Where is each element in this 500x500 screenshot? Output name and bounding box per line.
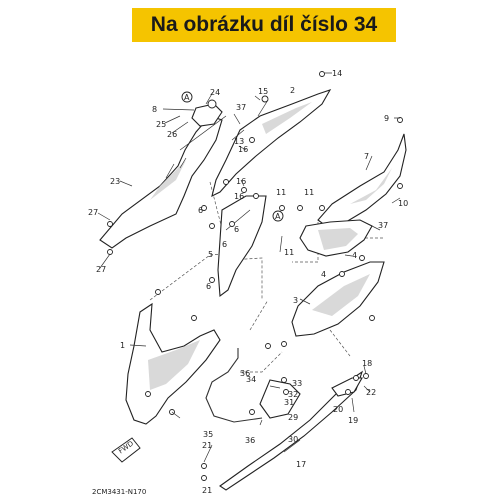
callout-4: 4: [352, 251, 357, 260]
callout-13: 13: [234, 137, 244, 146]
callout-6: 6: [234, 225, 239, 234]
banner-title: Na obrázku díl číslo 34: [150, 13, 378, 36]
callout-10: 10: [398, 199, 408, 208]
callout-30: 30: [288, 435, 298, 444]
callout-37: 37: [236, 103, 246, 112]
callout-2: 2: [290, 86, 295, 95]
callout-27: 27: [96, 265, 106, 274]
part-12-upper-cover: [211, 89, 332, 198]
reference-mark-label: A: [184, 93, 190, 102]
callout-3: 3: [293, 296, 298, 305]
part-37-grille: [299, 219, 373, 257]
reference-mark-label: A: [275, 212, 281, 221]
callout-29: 29: [288, 413, 298, 422]
part-7-rear-cover: [317, 133, 407, 227]
callout-16: 16: [238, 145, 248, 154]
callout-21: 21: [202, 486, 212, 495]
callout-37: 37: [378, 221, 388, 230]
fwd-arrow-icon: FWD: [111, 437, 141, 463]
callout-23: 23: [110, 177, 120, 186]
callout-35: 35: [203, 430, 213, 439]
callout-31: 31: [284, 398, 294, 407]
callout-8: 8: [152, 105, 157, 114]
callout-36: 36: [245, 436, 255, 445]
callout-17: 17: [296, 460, 306, 469]
callout-9: 9: [384, 114, 389, 123]
callout-6: 6: [222, 240, 227, 249]
callout-21: 21: [202, 441, 212, 450]
callout-19: 19: [348, 416, 358, 425]
callout-6: 6: [198, 206, 203, 215]
diagram-code: 2CM3431-N170: [92, 488, 146, 496]
part-23-side-cover: [99, 115, 223, 249]
callout-24: 24: [210, 88, 220, 97]
callout-26: 26: [167, 130, 177, 139]
callout-22: 22: [366, 388, 376, 397]
callout-16: 16: [236, 177, 246, 186]
part-3-lower-cover: [291, 261, 385, 337]
callout-27: 27: [88, 208, 98, 217]
callout-11: 11: [304, 188, 314, 197]
callout-20: 20: [333, 405, 343, 414]
callout-labels: 1 2 3 4 4 5 6 6 6 6 7 8 9 10 11 11 11 12…: [88, 69, 408, 495]
callout-34: 34: [246, 375, 256, 384]
callout-14: 14: [332, 69, 342, 78]
callout-36: 36: [240, 369, 250, 378]
callout-25: 25: [156, 120, 166, 129]
callout-4: 4: [321, 270, 326, 279]
callout-6: 6: [206, 282, 211, 291]
callout-11: 11: [284, 248, 294, 257]
part-35-hose: [205, 348, 263, 423]
callout-11: 11: [276, 188, 286, 197]
part-1-front-panel: [125, 302, 221, 425]
callout-15: 15: [258, 87, 268, 96]
callout-5: 5: [208, 250, 213, 259]
callout-32: 32: [288, 390, 298, 399]
part-17-side-rail: [219, 370, 364, 491]
callout-7: 7: [364, 152, 369, 161]
reference-mark-a-left: A: [181, 91, 193, 103]
callout-16: 16: [234, 192, 244, 201]
callout-18: 18: [362, 359, 372, 368]
title-banner: Na obrázku díl číslo 34: [132, 8, 396, 42]
reference-mark-a-right: A: [272, 210, 284, 222]
callout-1: 1: [120, 341, 125, 350]
fasteners: [107, 71, 403, 481]
callout-33: 33: [292, 379, 302, 388]
